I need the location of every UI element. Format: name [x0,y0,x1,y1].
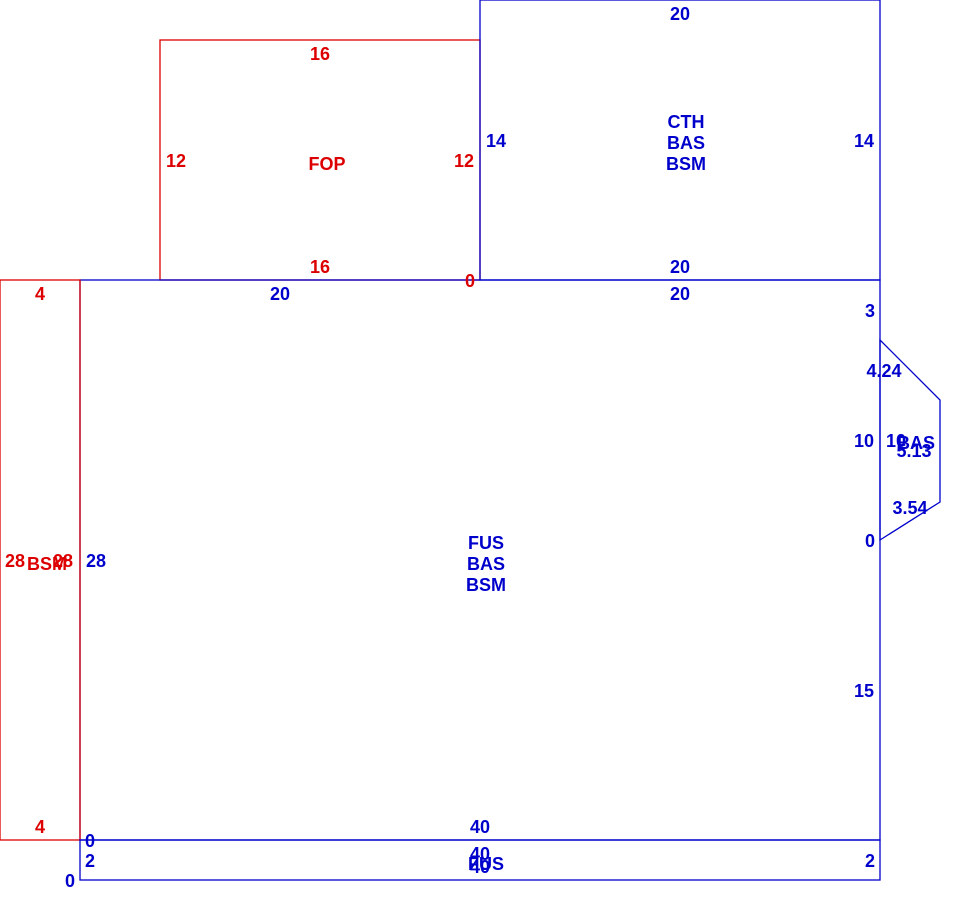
fus-bottom-dim: 40 [470,817,490,837]
fop-left-dim: 12 [166,151,186,171]
fus-top-left-dim: 20 [270,284,290,304]
cth-area-label-3: BSM [666,154,706,174]
bay-top-diag-dim: 4.24 [866,361,901,381]
fop-top-dim: 16 [310,44,330,64]
fus-right-lower-dim: 15 [854,681,874,701]
fop-right-dim: 12 [454,151,474,171]
bsm-area-label: BSM [27,554,67,574]
fus-right-bay-end-dim: 0 [865,531,875,551]
bsm-bottom-dim: 4 [35,817,45,837]
fus-area-label-2: BAS [467,554,505,574]
fus-area-label-1: FUS [468,533,504,553]
bas-bay-outline [879,338,941,542]
bsm-top-dim: 4 [35,284,45,304]
fus-strip-outline [79,839,881,881]
bas-bay-area-label: BAS [897,433,935,453]
cth-area-label-1: CTH [668,112,705,132]
fop-bottom-dim: 16 [310,257,330,277]
cth-left-dim: 14 [486,131,506,151]
bay-side-dim: 10 [886,431,906,451]
bay-right-dim: 5.13 [896,441,931,461]
fus-left-dim: 28 [86,551,106,571]
bsm-outline [0,279,81,841]
fus-right-upper-dim: 3 [865,301,875,321]
cth-bottom-dim: 20 [670,257,690,277]
fus-right-bay-dim: 10 [854,431,874,451]
strip-left-dim: 2 [85,851,95,871]
fop-corner-dim: 0 [465,271,475,291]
fus-bottom-corner-dim: 0 [85,831,95,851]
fus-strip-area-label: FUS [468,854,504,874]
fus-top-right-dim: 20 [670,284,690,304]
bay-bottom-diag-dim: 3.54 [892,498,927,518]
cth-area-label-2: BAS [667,133,705,153]
strip-top-dim: 40 [470,844,490,864]
strip-right-dim: 2 [865,851,875,871]
strip-bottom-dim: 40 [470,857,490,877]
cth-right-dim: 14 [854,131,874,151]
fop-area-label: FOP [308,154,345,174]
bsm-right-dim: 28 [53,551,73,571]
strip-corner-dim: 0 [65,871,75,891]
bsm-left-dim: 28 [5,551,25,571]
cth-top-dim: 20 [670,4,690,24]
fus-area-label-3: BSM [466,575,506,595]
